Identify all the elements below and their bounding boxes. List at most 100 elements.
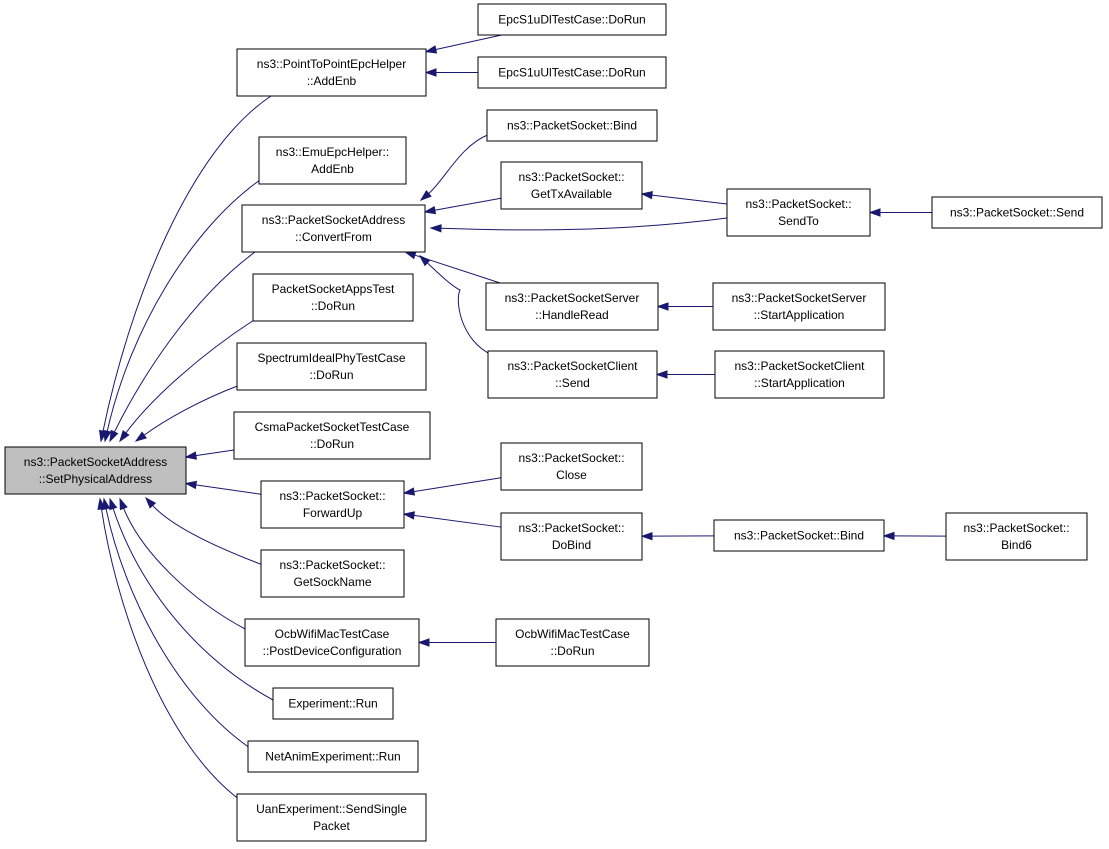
node-label-line: ::DoRun [311, 299, 355, 313]
node-label-line: SendTo [778, 214, 819, 228]
edge-arrowhead [184, 451, 198, 460]
node-box[interactable] [713, 519, 885, 552]
node-label-line: Packet [313, 819, 350, 833]
node-label-line: DoBind [552, 538, 591, 552]
edge-arrowhead [424, 45, 438, 54]
node-label-line: GetSockName [293, 575, 371, 589]
node-box[interactable] [485, 282, 659, 331]
node-bind6[interactable]: ns3::PacketSocket::Bind6 [945, 512, 1088, 561]
edges-layer [97, 34, 947, 801]
node-label-line: ns3::PacketSocketServer [732, 291, 867, 305]
node-gettx[interactable]: ns3::PacketSocket::GetTxAvailable [500, 161, 643, 210]
node-box[interactable] [945, 512, 1088, 561]
node-dobind[interactable]: ns3::PacketSocket::DoBind [500, 512, 643, 561]
edge-arrowhead [656, 302, 669, 311]
node-ocb_dorun[interactable]: OcbWifiMacTestCase::DoRun [495, 618, 650, 667]
edge-ps_bind_top-to-convertfrom [419, 133, 491, 201]
node-box[interactable] [241, 204, 426, 253]
node-box[interactable] [260, 549, 405, 598]
node-box[interactable] [486, 109, 658, 142]
edge-line [102, 95, 272, 433]
node-bind_mid[interactable]: ns3::PacketSocket::Bind [713, 519, 885, 552]
node-netanim_run[interactable]: NetAnimExperiment::Run [247, 740, 419, 773]
node-exp_run[interactable]: Experiment::Run [272, 687, 394, 720]
edge-line [100, 507, 241, 801]
node-label-line: ::PostDeviceConfiguration [263, 644, 402, 658]
node-client_send[interactable]: ns3::PacketSocketClient::Send [487, 350, 658, 399]
node-server_start[interactable]: ns3::PacketSocketServer::StartApplicatio… [712, 282, 886, 331]
node-ps_bind_top[interactable]: ns3::PacketSocket::Bind [486, 109, 658, 142]
edge-arrowhead [103, 429, 112, 443]
edge-spectrum_dorun-to-root [134, 384, 241, 442]
edge-arrowhead [119, 430, 130, 443]
node-getsockname[interactable]: ns3::PacketSocket::GetSockName [260, 549, 405, 598]
node-root[interactable]: ns3::PacketSocketAddress::SetPhysicalAdd… [4, 446, 187, 495]
node-box[interactable] [477, 3, 667, 36]
node-emu_addenb[interactable]: ns3::EmuEpcHelper::AddEnb [258, 136, 407, 185]
edge-arrowhead [424, 68, 437, 77]
node-label-line: PacketSocketAppsTest [272, 282, 395, 296]
node-box[interactable] [500, 161, 643, 210]
node-csma_dorun[interactable]: CsmaPacketSocketTestCase::DoRun [233, 411, 431, 460]
edge-emu_addenb-to-root [103, 179, 261, 443]
node-box[interactable] [500, 512, 643, 561]
edge-arrowhead [655, 370, 668, 379]
edge-bind_mid-to-dobind [640, 531, 715, 541]
node-label-line: ns3::PacketSocket:: [518, 170, 624, 184]
edge-arrowhead [109, 429, 119, 443]
node-box[interactable] [726, 188, 871, 237]
edge-line [194, 449, 235, 457]
node-box[interactable] [236, 793, 427, 842]
node-client_start[interactable]: ns3::PacketSocketClient::StartApplicatio… [714, 350, 885, 399]
node-box[interactable] [258, 136, 407, 185]
node-convertfrom[interactable]: ns3::PacketSocketAddress::ConvertFrom [241, 204, 426, 253]
node-label-line: ::StartApplication [754, 308, 845, 322]
node-label-line: ns3::PacketSocket::Bind [507, 119, 637, 133]
node-box[interactable] [244, 618, 420, 667]
node-s1uul[interactable]: EpcS1uUlTestCase::DoRun [477, 56, 667, 89]
node-label-line: ns3::PacketSocketClient [507, 359, 638, 373]
node-box[interactable] [272, 687, 394, 720]
node-label-line: ns3::PointToPointEpcHelper [257, 57, 406, 71]
node-label-line: Experiment::Run [288, 697, 377, 711]
edge-arrowhead [109, 497, 118, 511]
edge-arrowhead [403, 251, 417, 260]
node-close[interactable]: ns3::PacketSocket::Close [500, 442, 643, 491]
node-box[interactable] [236, 48, 427, 97]
edge-send-to-sendto [868, 208, 932, 217]
node-ocb_postdev[interactable]: OcbWifiMacTestCase::PostDeviceConfigurat… [244, 618, 420, 667]
edge-arrowhead [429, 224, 442, 233]
node-label-line: EpcS1uDlTestCase::DoRun [498, 13, 645, 27]
node-box[interactable] [252, 273, 414, 322]
node-sendto[interactable]: ns3::PacketSocket::SendTo [726, 188, 871, 237]
node-forwardup[interactable]: ns3::PacketSocket::ForwardUp [260, 480, 405, 529]
node-label-line: EpcS1uUlTestCase::DoRun [498, 66, 645, 80]
edge-arrowhead [640, 190, 653, 200]
root-node-box[interactable] [4, 446, 187, 495]
node-box[interactable] [233, 411, 431, 460]
node-box[interactable] [487, 350, 658, 399]
node-box[interactable] [712, 282, 886, 331]
node-spectrum_dorun[interactable]: SpectrumIdealPhyTestCase::DoRun [236, 342, 427, 391]
node-label-line: ::DoRun [310, 437, 354, 451]
node-p2p_addenb[interactable]: ns3::PointToPointEpcHelper::AddEnb [236, 48, 427, 97]
node-box[interactable] [500, 442, 643, 491]
edge-convertfrom-to-root [109, 251, 256, 443]
edge-arrowhead [882, 531, 895, 541]
node-label-line: ns3::PacketSocket::Bind [734, 529, 864, 543]
node-box[interactable] [495, 618, 650, 667]
node-box[interactable] [247, 740, 419, 773]
node-box[interactable] [931, 196, 1103, 229]
edge-line [412, 514, 502, 528]
node-server_handle[interactable]: ns3::PacketSocketServer::HandleRead [485, 282, 659, 331]
node-send[interactable]: ns3::PacketSocket::Send [931, 196, 1103, 229]
node-box[interactable] [236, 342, 427, 391]
node-box[interactable] [477, 56, 667, 89]
edge-line [112, 507, 274, 701]
node-box[interactable] [260, 480, 405, 529]
node-psapps_dorun[interactable]: PacketSocketAppsTest::DoRun [252, 273, 414, 322]
node-s1udl[interactable]: EpcS1uDlTestCase::DoRun [477, 3, 667, 36]
node-box[interactable] [714, 350, 885, 399]
node-label-line: ns3::PacketSocket:: [279, 558, 385, 572]
